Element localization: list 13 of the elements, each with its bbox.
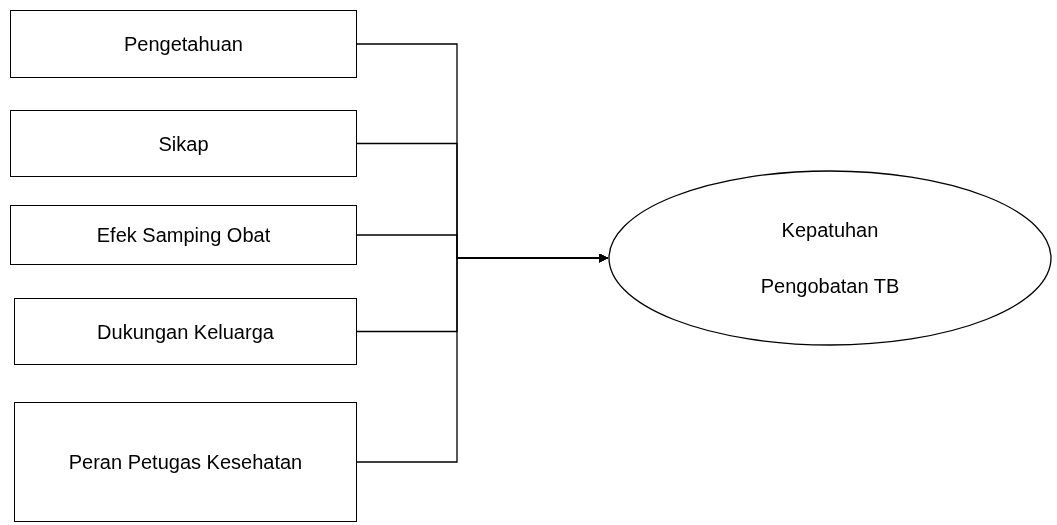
node-label: Kepatuhan Pengobatan TB — [759, 218, 901, 299]
outcome-ellipse — [608, 170, 1052, 346]
factor-box — [14, 402, 357, 522]
node-label: Pengetahuan — [124, 32, 243, 56]
factor-box — [10, 110, 357, 177]
node-label: Peran Petugas Kesehatan — [68, 450, 303, 475]
node-label: Efek Samping Obat — [96, 223, 271, 247]
factor-box — [10, 10, 357, 78]
connector-arrow — [356, 253, 609, 463]
node-label: Dukungan Keluarga — [97, 319, 274, 344]
factor-box — [10, 205, 357, 265]
node-label: Sikap — [158, 131, 209, 156]
factor-box — [14, 298, 357, 365]
